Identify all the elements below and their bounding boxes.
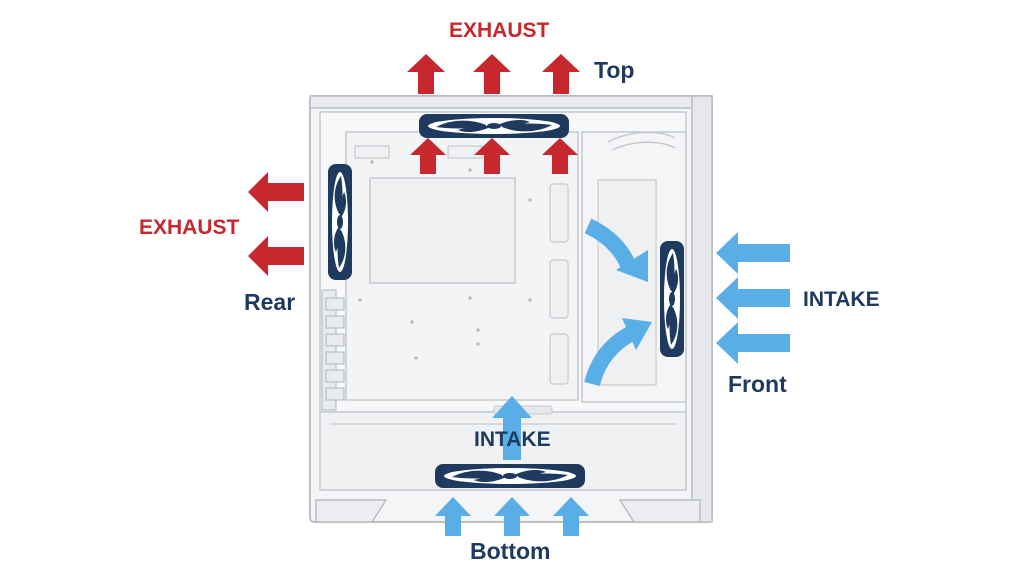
- rear-exhaust-arrows: [248, 172, 304, 276]
- case-foot-left: [315, 499, 388, 523]
- rear-exhaust-label: EXHAUST: [139, 216, 240, 239]
- front-intake-label: INTAKE: [803, 288, 880, 311]
- left-arrow: [716, 322, 790, 364]
- up-arrow: [492, 396, 532, 460]
- curved-arrow-up: [584, 327, 635, 387]
- top-label: Top: [594, 57, 635, 83]
- case-front-bezel: [691, 95, 713, 523]
- left-arrow: [716, 232, 790, 274]
- grommet-2: [549, 259, 569, 319]
- left-arrow: [716, 277, 790, 319]
- top-exhaust-label: EXHAUST: [449, 19, 550, 42]
- expansion-slots: [321, 289, 345, 411]
- top-fan: [419, 114, 569, 138]
- up-arrow: [435, 497, 471, 536]
- pc-case: [309, 95, 713, 523]
- front-label: Front: [728, 371, 787, 397]
- front-intake-arrows: [716, 232, 790, 364]
- top-slot-right: [447, 145, 483, 159]
- grommet-3: [549, 333, 569, 385]
- up-arrow: [407, 54, 445, 94]
- case-top-panel: [309, 95, 713, 109]
- bottom-intake-arrows: [435, 497, 589, 536]
- up-arrow: [410, 138, 446, 174]
- cable-curve-2: [611, 141, 676, 151]
- left-arrow: [248, 172, 304, 212]
- rear-fan: [328, 164, 352, 280]
- case-foot-right: [618, 499, 701, 523]
- top-slot-left: [354, 145, 390, 159]
- up-arrow: [473, 54, 511, 94]
- grommet-1: [549, 183, 569, 243]
- up-arrow: [542, 54, 580, 94]
- up-arrow: [494, 497, 530, 536]
- bottom-label: Bottom: [470, 538, 551, 564]
- top-exhaust-arrows-inside: [410, 138, 578, 174]
- motherboard-cutout: [369, 177, 516, 284]
- up-arrow: [474, 138, 510, 174]
- up-arrow: [542, 138, 578, 174]
- front-fan: [660, 241, 684, 357]
- standoff-dots: [358, 160, 532, 360]
- left-arrow: [248, 236, 304, 276]
- front-curved-intake-arrows: [584, 218, 652, 387]
- rear-label: Rear: [244, 289, 296, 315]
- bottom-inner-intake-arrow: [492, 396, 532, 460]
- up-arrow: [553, 497, 589, 536]
- cable-curve: [607, 131, 676, 143]
- bottom-fan: [435, 464, 585, 488]
- bottom-intake-label: INTAKE: [474, 428, 551, 451]
- top-exhaust-arrows-outside: [407, 54, 580, 94]
